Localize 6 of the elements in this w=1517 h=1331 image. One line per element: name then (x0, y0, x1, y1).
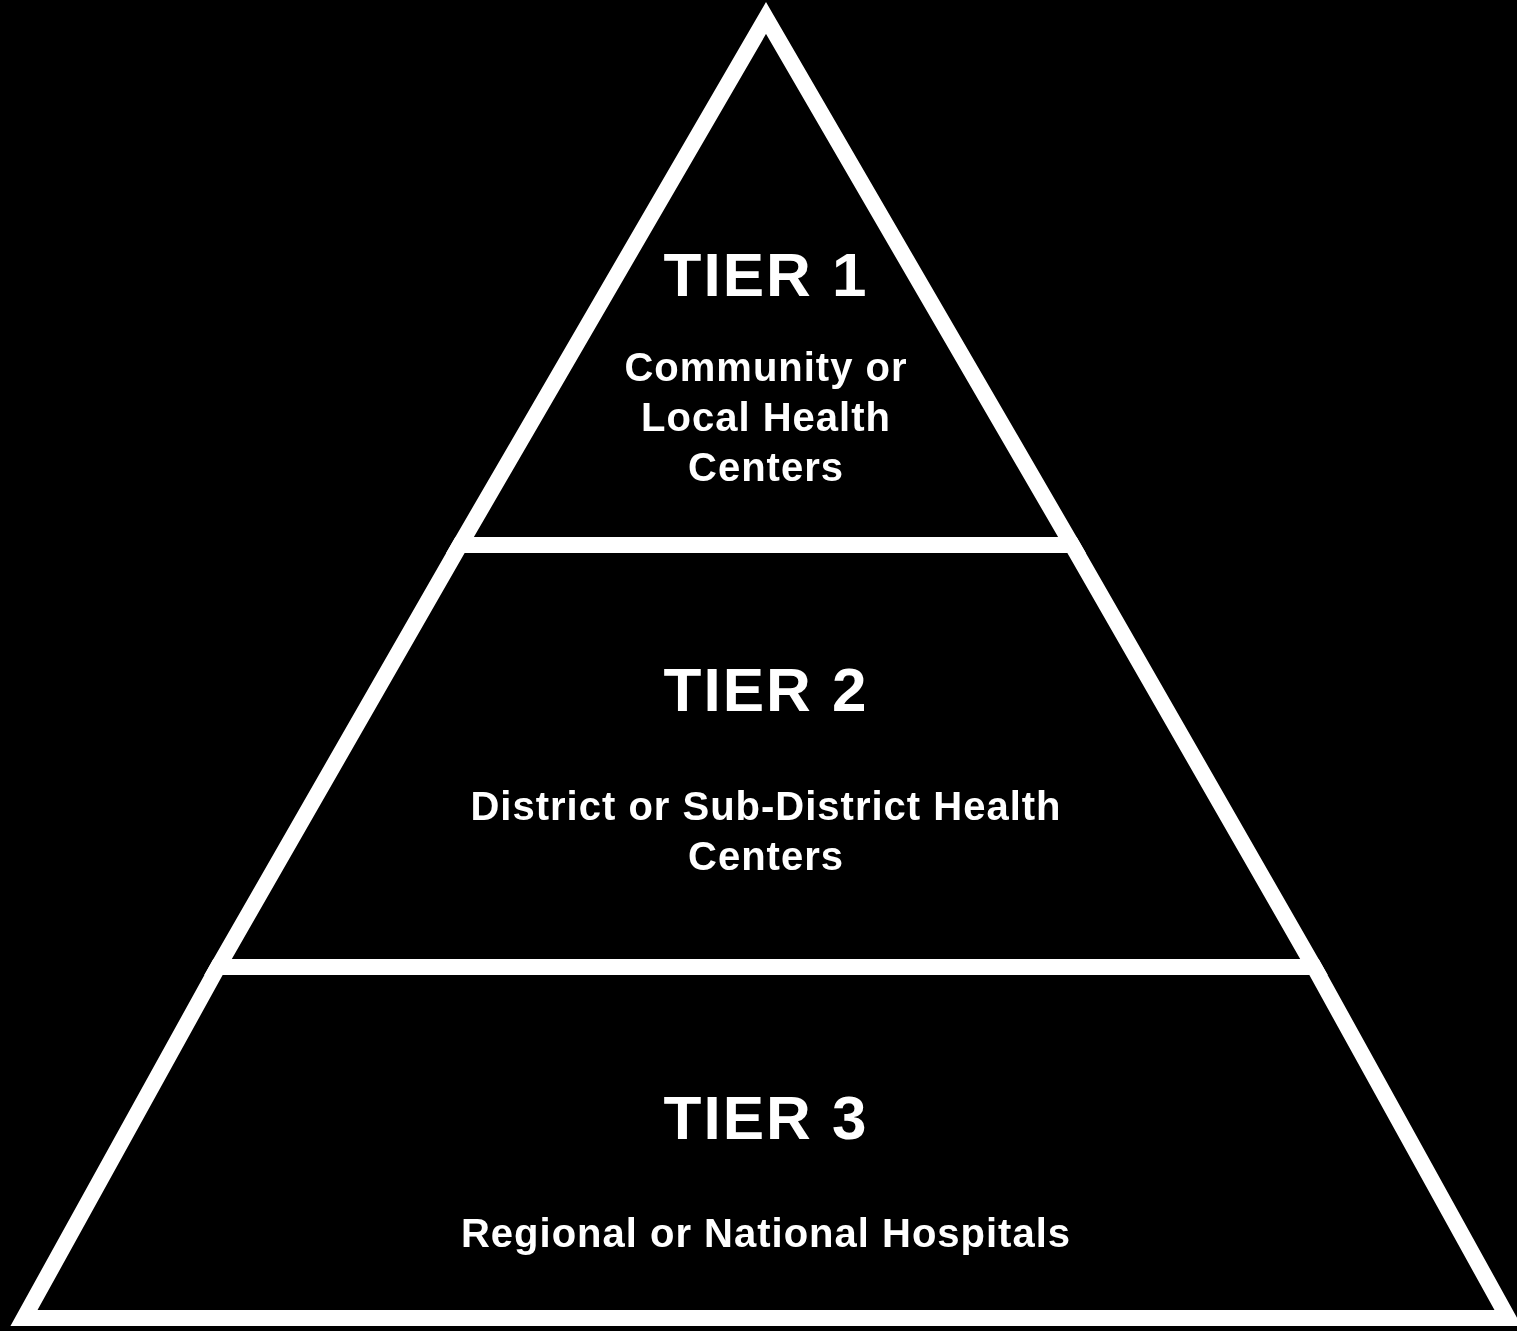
tier-description: District or Sub-District Health Centers (469, 783, 1063, 880)
tier-description: Regional or National Hospitals (459, 1210, 1073, 1257)
tier-heading: TIER 2 (662, 655, 870, 725)
tier-description: Community or Local Health Centers (623, 344, 909, 491)
tier-heading: TIER 3 (662, 1083, 870, 1153)
tier-heading: TIER 1 (662, 240, 870, 310)
